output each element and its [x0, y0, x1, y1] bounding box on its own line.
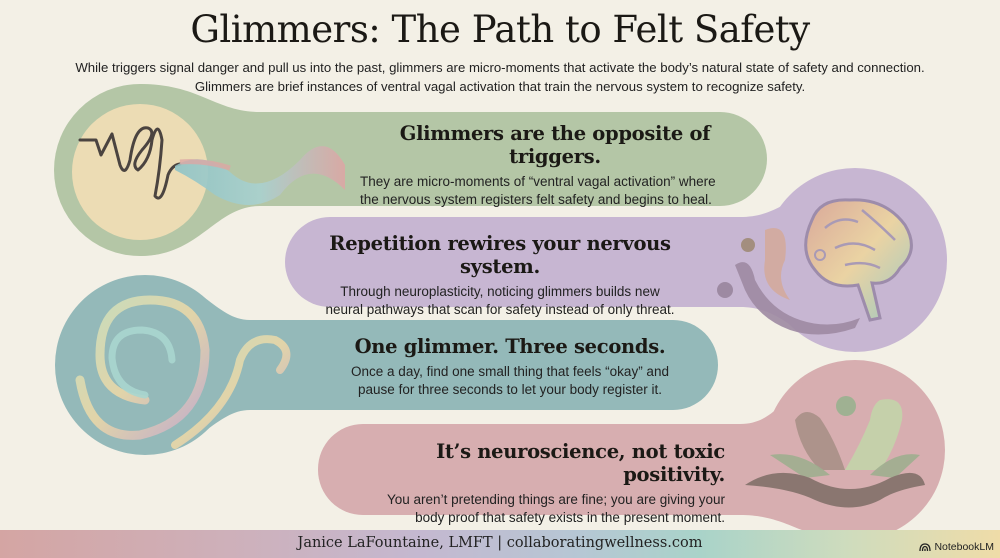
card-1-body-line-1: They are micro-moments of “ventral vagal…	[360, 174, 716, 189]
spiral-swirl-icon	[75, 295, 291, 449]
scribble-to-ribbon-icon	[78, 126, 345, 205]
card-4-body: You aren’t pretending things are fine; y…	[345, 491, 725, 527]
card-2-body-line-1: Through neuroplasticity, noticing glimme…	[340, 284, 660, 299]
card-4-heading: It’s neuroscience, not toxic positivity.	[436, 440, 725, 486]
card-2-body-line-2: neural pathways that scan for safety ins…	[325, 302, 675, 317]
card-1-heading: Glimmers are the opposite of triggers.	[399, 122, 711, 168]
card-1: Glimmers are the opposite of triggers. T…	[360, 122, 750, 209]
card-1-sun	[72, 104, 208, 240]
brain-icon	[717, 198, 913, 335]
card-2-body: Through neuroplasticity, noticing glimme…	[295, 283, 705, 319]
card-2: Repetition rewires your nervous system. …	[295, 232, 705, 319]
brand-label: NotebookLM	[934, 541, 994, 553]
card-1-body: They are micro-moments of “ventral vagal…	[360, 173, 750, 209]
page-subtitle: While triggers signal danger and pull us…	[0, 58, 1000, 96]
footer-bar: Janice LaFountaine, LMFT | collaborating…	[0, 530, 1000, 558]
notebooklm-logo-icon	[919, 543, 932, 552]
footer-credit: Janice LaFountaine, LMFT | collaborating…	[297, 535, 703, 551]
subtitle-line-1: While triggers signal danger and pull us…	[75, 60, 925, 75]
card-3-heading: One glimmer. Three seconds.	[354, 335, 666, 358]
card-2-heading: Repetition rewires your nervous system.	[329, 232, 671, 278]
lotus-figure-icon	[745, 396, 925, 508]
page-title: Glimmers: The Path to Felt Safety	[190, 8, 810, 51]
card-3: One glimmer. Three seconds. Once a day, …	[320, 335, 700, 399]
card-4-body-line-2: body proof that safety exists in the pre…	[415, 510, 725, 525]
card-3-body-line-2: pause for three seconds to let your body…	[358, 382, 662, 397]
subtitle-line-2: Glimmers are brief instances of ventral …	[194, 79, 806, 94]
card-4-body-line-1: You aren’t pretending things are fine; y…	[387, 492, 725, 507]
card-1-body-line-2: the nervous system registers felt safety…	[360, 192, 712, 207]
card-4: It’s neuroscience, not toxic positivity.…	[345, 440, 725, 527]
notebooklm-badge: NotebookLM	[919, 541, 994, 553]
card-3-body-line-1: Once a day, find one small thing that fe…	[351, 364, 669, 379]
card-3-body: Once a day, find one small thing that fe…	[320, 363, 700, 399]
